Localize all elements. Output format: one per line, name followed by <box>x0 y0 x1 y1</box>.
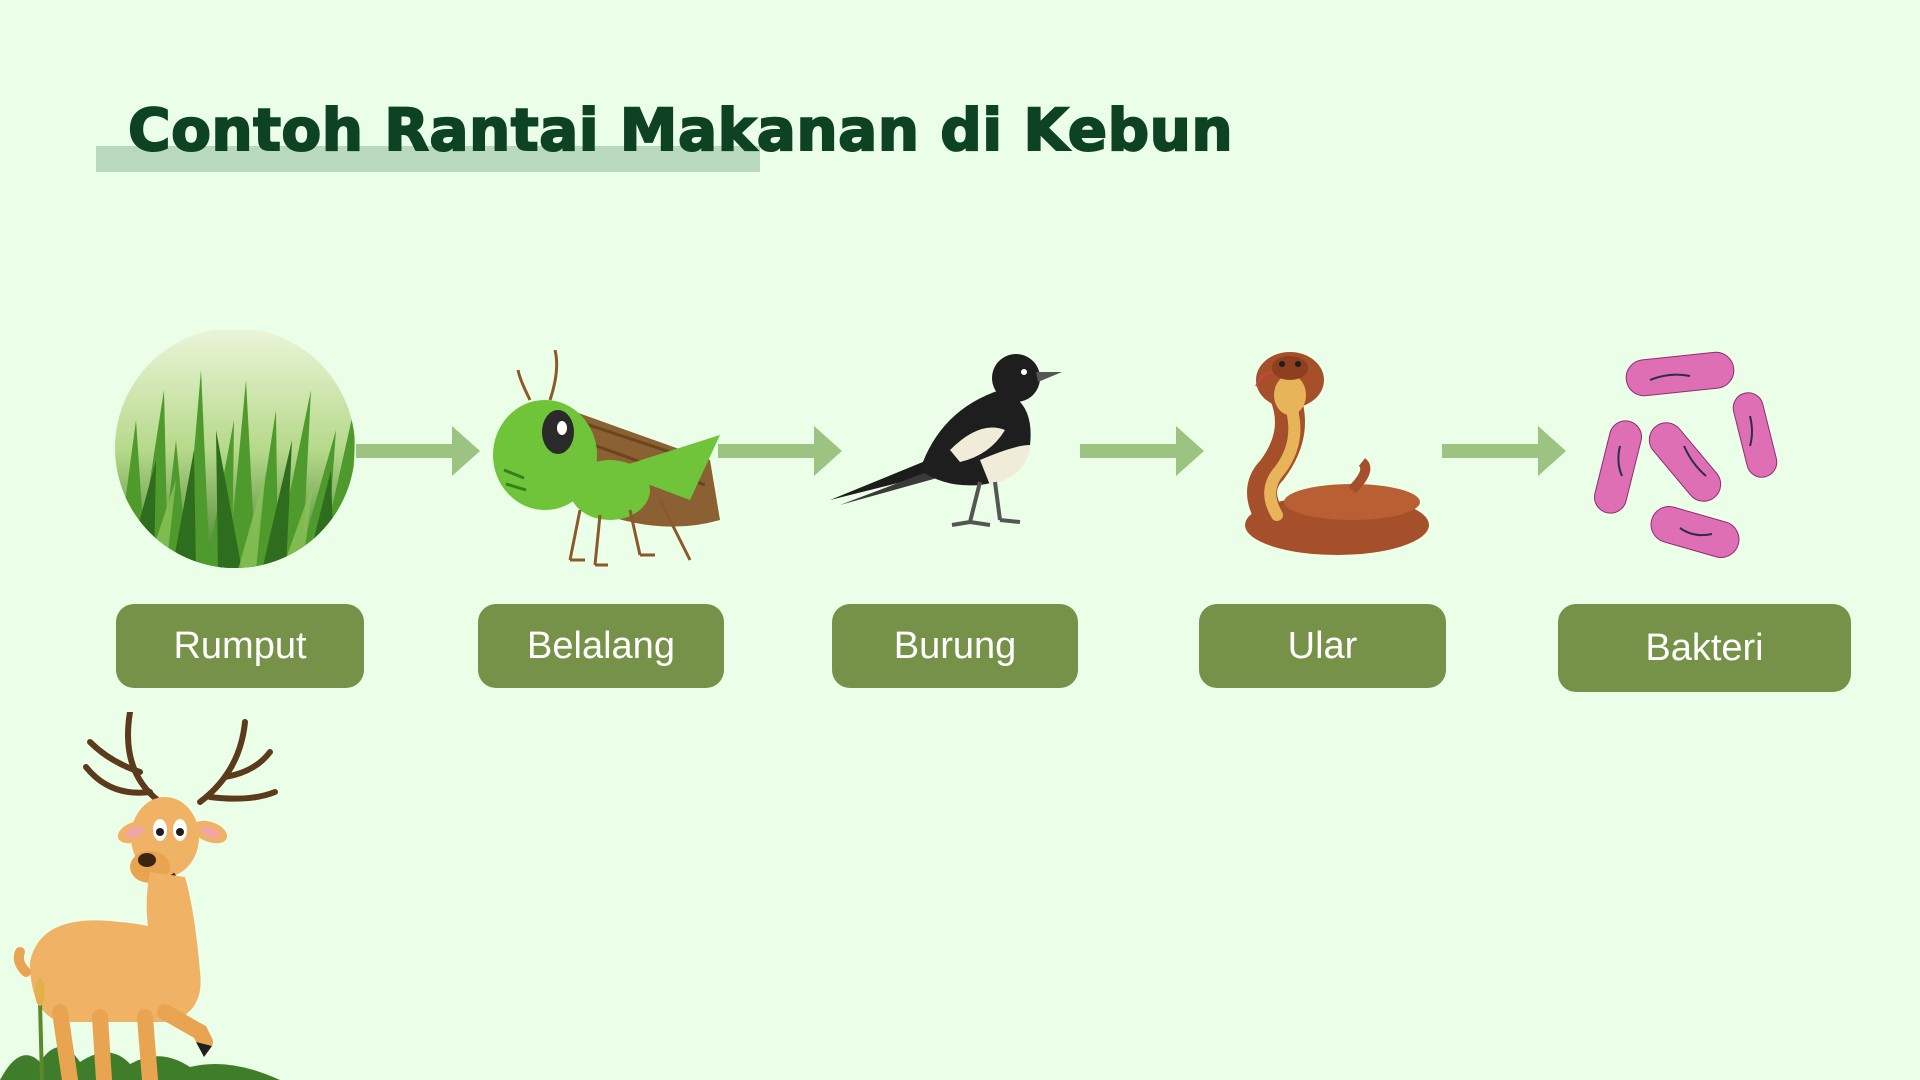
label-ular: Ular <box>1199 604 1446 688</box>
arrow-right-icon <box>718 426 842 476</box>
label-rumput: Rumput <box>116 604 364 688</box>
label-belalang: Belalang <box>478 604 724 688</box>
arrow-right-icon <box>1442 426 1566 476</box>
deer-illustration <box>0 712 280 1080</box>
grass-icon <box>115 330 355 568</box>
bacteria-icon <box>1594 351 1778 558</box>
label-burung: Burung <box>832 604 1078 688</box>
cobra-snake-icon <box>1245 352 1429 555</box>
page-title: Contoh Rantai Makanan di Kebun <box>127 95 1234 165</box>
title-highlight <box>96 146 760 172</box>
magpie-bird-icon <box>830 354 1062 527</box>
grasshopper-icon <box>493 350 720 567</box>
arrow-right-icon <box>1080 426 1204 476</box>
arrow-right-icon <box>356 426 480 476</box>
label-bakteri: Bakteri <box>1558 604 1851 692</box>
